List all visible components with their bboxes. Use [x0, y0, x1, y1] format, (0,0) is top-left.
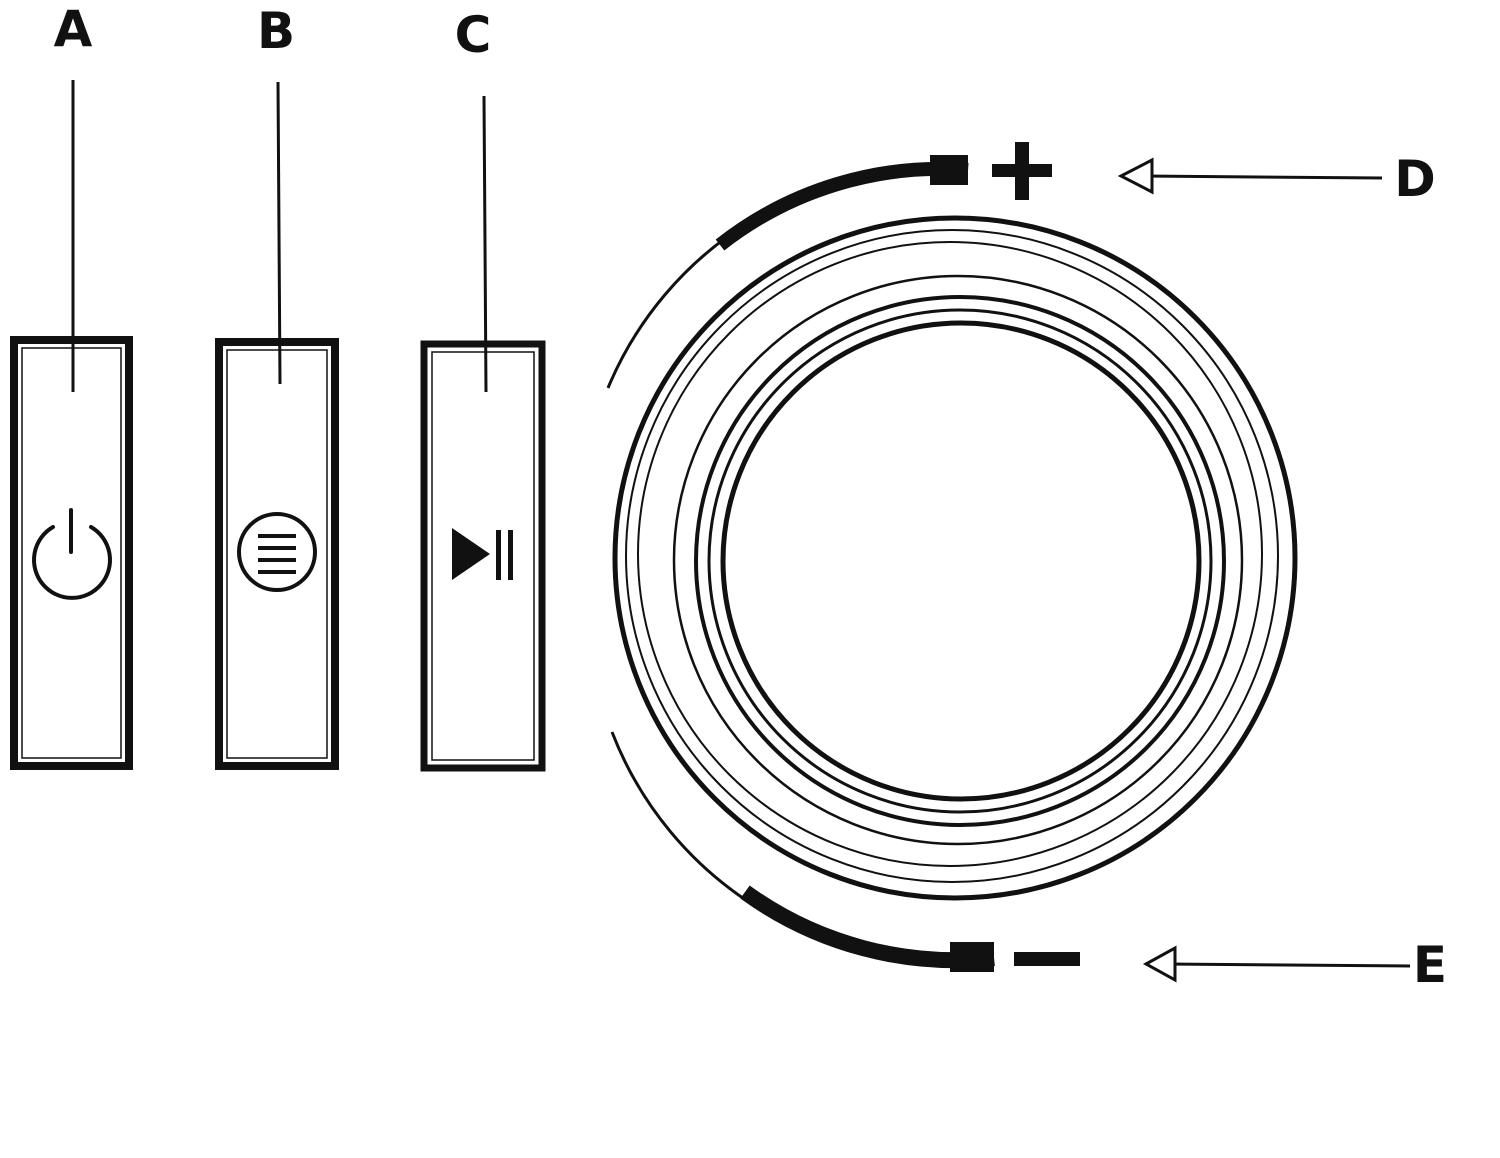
play-pause-icon [452, 528, 513, 580]
play-pause-button[interactable] [420, 340, 546, 772]
volume-down-arc-cap [950, 942, 994, 972]
callout-label-a: A [54, 0, 93, 58]
volume-up-arc-cap [930, 155, 968, 185]
callout-label-c: C [455, 6, 492, 64]
arrow-d [1117, 157, 1383, 195]
callout-label-d: D [1394, 150, 1436, 208]
power-button[interactable] [10, 336, 133, 770]
callout-label-e: E [1413, 936, 1447, 994]
plus-icon[interactable]: + [992, 142, 1052, 200]
power-icon [32, 508, 112, 600]
leader-line-b [276, 81, 282, 385]
menu-button[interactable] [215, 338, 339, 770]
minus-icon[interactable]: – [1014, 952, 1080, 966]
leader-line-c [482, 95, 488, 393]
arrow-e [1142, 945, 1411, 983]
callout-label-b: B [257, 2, 295, 60]
volume-dial[interactable] [612, 215, 1298, 901]
menu-icon [237, 512, 317, 592]
